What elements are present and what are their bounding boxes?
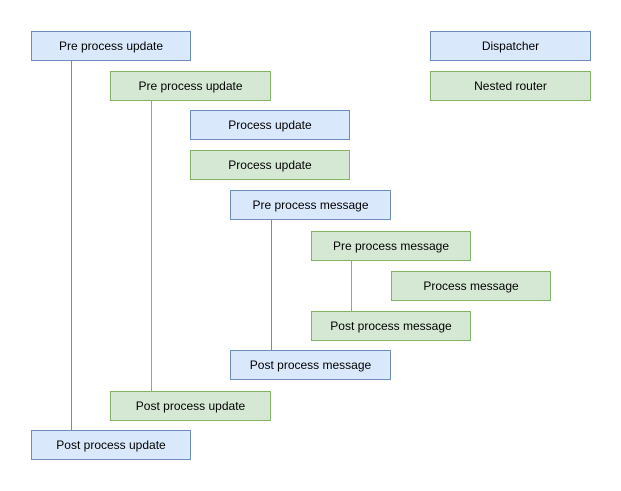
legend-nested-router-label: Nested router bbox=[474, 79, 547, 93]
node-dispatcher-pre-process-message: Pre process message bbox=[230, 190, 391, 220]
node-router-post-process-message-label: Post process message bbox=[330, 319, 452, 333]
node-dispatcher-post-process-message-label: Post process message bbox=[249, 358, 372, 372]
node-dispatcher-post-process-update-label: Post process update bbox=[56, 438, 166, 452]
node-router-post-process-update: Post process update bbox=[110, 391, 271, 421]
connector-router-update-span bbox=[151, 101, 152, 391]
connector-router-message-span bbox=[351, 261, 352, 311]
node-router-pre-process-message-label: Pre process message bbox=[332, 239, 450, 253]
node-router-post-process-update-label: Post process update bbox=[135, 399, 246, 413]
legend-nested-router: Nested router bbox=[430, 71, 591, 101]
node-router-pre-process-update-label: Pre process update bbox=[138, 79, 243, 93]
node-router-pre-process-update: Pre process update bbox=[110, 71, 271, 101]
connector-dispatcher-update-span bbox=[71, 61, 72, 430]
node-dispatcher-pre-process-update-label: Pre process update bbox=[58, 39, 164, 53]
node-router-process-message-label: Process message bbox=[423, 279, 519, 293]
node-dispatcher-post-process-update: Post process update bbox=[31, 430, 191, 460]
node-router-process-update-label: Process update bbox=[228, 158, 312, 172]
node-dispatcher-process-update: Process update bbox=[190, 110, 350, 140]
node-dispatcher-pre-process-update: Pre process update bbox=[31, 31, 191, 61]
connector-dispatcher-message-span bbox=[271, 220, 272, 350]
node-router-process-message: Process message bbox=[391, 271, 551, 301]
legend-dispatcher-label: Dispatcher bbox=[481, 39, 540, 53]
node-router-pre-process-message: Pre process message bbox=[311, 231, 471, 261]
legend-dispatcher: Dispatcher bbox=[430, 31, 591, 61]
node-router-process-update: Process update bbox=[190, 150, 350, 180]
node-router-post-process-message: Post process message bbox=[311, 311, 471, 341]
node-dispatcher-post-process-message: Post process message bbox=[230, 350, 391, 380]
node-dispatcher-process-update-label: Process update bbox=[228, 118, 312, 132]
node-dispatcher-pre-process-message-label: Pre process message bbox=[252, 198, 369, 212]
